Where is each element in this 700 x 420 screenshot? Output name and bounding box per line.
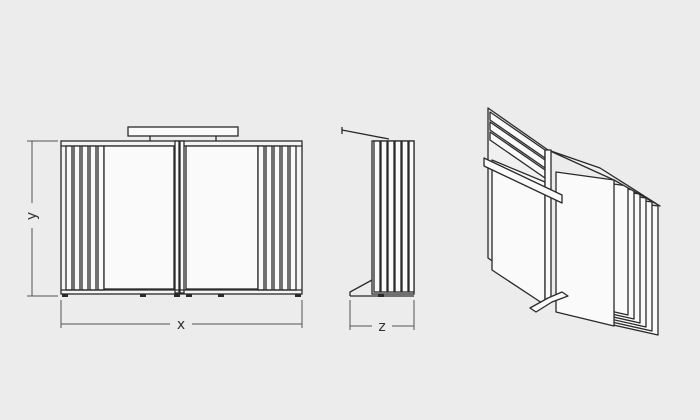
- front-right-panel: [185, 145, 259, 290]
- iso-base-feet: [529, 291, 569, 313]
- front-center-post-2: [179, 140, 185, 294]
- dimension-y: [27, 140, 58, 297]
- dimension-z: [349, 300, 415, 330]
- iso-cross-arm: [483, 157, 563, 204]
- side-foot: [378, 294, 384, 297]
- iso-back-slats: [489, 111, 546, 179]
- front-left-panel: [103, 145, 175, 290]
- front-header-bar: [127, 126, 239, 137]
- front-center-post: [174, 140, 180, 294]
- side-top-arm: [341, 129, 390, 140]
- dimension-x: [60, 300, 303, 328]
- dimension-z-label: z: [378, 319, 385, 335]
- dimension-y-label: y: [24, 212, 40, 220]
- front-view: [60, 126, 303, 297]
- side-view: [341, 127, 415, 297]
- side-panels: [373, 140, 415, 293]
- side-base-leg: [349, 279, 373, 296]
- isometric-view: [483, 107, 661, 336]
- front-right-slats: [257, 145, 297, 291]
- iso-right-panels: [555, 171, 659, 336]
- front-feet: [62, 294, 301, 297]
- front-left-slats: [65, 145, 105, 291]
- dimension-x-label: x: [177, 317, 185, 333]
- iso-top-edge: [547, 149, 661, 207]
- iso-center-post: [544, 149, 552, 301]
